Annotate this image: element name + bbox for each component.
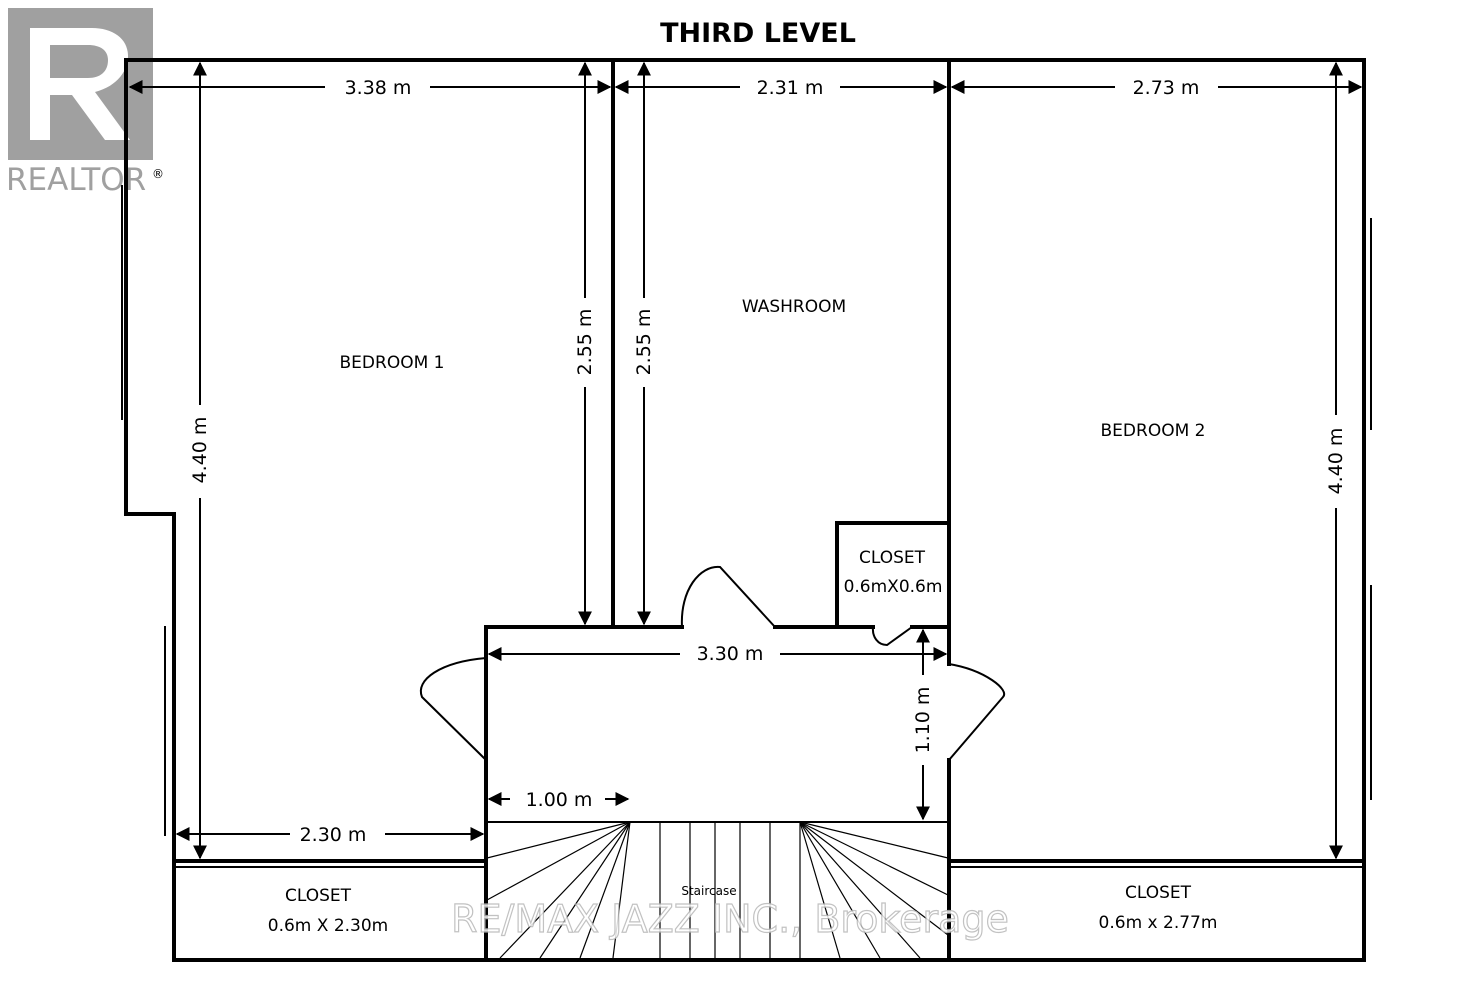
brokerage-watermark: RE/MAX JAZZ INC., Brokerage [451,897,1009,941]
room-labels: BEDROOM 1 WASHROOM BEDROOM 2 CLOSET 0.6m… [268,297,1218,936]
washroom-width-dim: 2.31 m [757,77,824,99]
bedroom1-width-dim: 3.38 m [345,77,412,99]
dimension-lines: 3.38 m 2.31 m 2.73 m 4.40 m 2.55 m 2.55 … [128,61,1363,860]
registered-mark: ® [152,167,164,181]
closet-door [871,626,913,647]
staircase-label: Staircase [681,884,736,898]
plan-title: THIRD LEVEL [660,18,856,49]
washroom-door [680,565,776,628]
staircase: Staircase [486,821,949,959]
washroom-label: WASHROOM [742,297,846,317]
realtor-logo: REALTOR ® [6,8,164,198]
right-closet-label: CLOSET [1125,883,1192,903]
stair-offset-dim: 1.00 m [526,789,593,811]
small-closet-label: CLOSET [859,548,926,568]
bedroom1-wall-dim: 2.55 m [574,309,596,376]
bedroom2-depth-dim: 4.40 m [1325,428,1347,495]
right-closet-size: 0.6m x 2.77m [1099,913,1218,933]
left-closet-size: 0.6m X 2.30m [268,916,388,936]
washroom-depth-dim: 2.55 m [633,309,655,376]
left-closet-label: CLOSET [285,886,352,906]
bedroom2-label: BEDROOM 2 [1101,421,1206,441]
hall-width-dim: 3.30 m [697,643,764,665]
bedroom1-depth-dim: 4.40 m [189,417,211,484]
hall-depth-dim: 1.10 m [912,687,934,754]
hall-left-bulge [419,657,487,761]
small-closet-wall [835,521,951,629]
bedroom2-width-dim: 2.73 m [1133,77,1200,99]
walls [121,58,1372,962]
bedroom1-label: BEDROOM 1 [340,353,445,373]
bedroom1-bottom-dim: 2.30 m [300,824,367,846]
hall-right-bulge [948,663,1006,761]
small-closet-size: 0.6mX0.6m [844,577,943,597]
